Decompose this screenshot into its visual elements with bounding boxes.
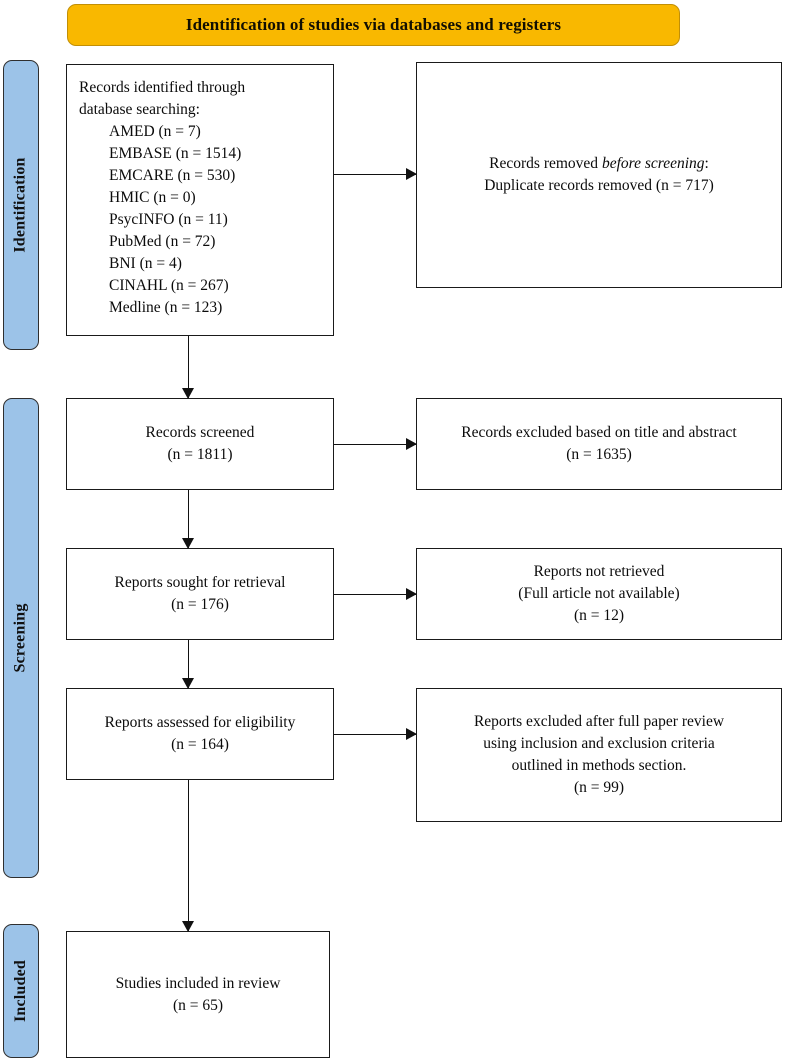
phase-rail-screening: Screening bbox=[3, 398, 39, 878]
box-records-screened: Records screened (n = 1811) bbox=[66, 398, 334, 490]
database-count-item: AMED (n = 7) bbox=[109, 123, 201, 140]
records-removed-line-2: Duplicate records removed (n = 717) bbox=[484, 177, 714, 194]
connector-screened-to-excluded-title-abstract bbox=[334, 432, 417, 456]
database-count-item: CINAHL (n = 267) bbox=[109, 277, 229, 294]
phase-rail-label-identification: Identification bbox=[12, 157, 29, 253]
connector-identified-to-removed bbox=[334, 162, 417, 186]
records-identified-lead: Records identified through database sear… bbox=[79, 79, 246, 118]
box-reports-excluded-full-text: Reports excluded after full paper review… bbox=[416, 688, 782, 822]
phase-rail-label-included: Included bbox=[12, 959, 30, 1023]
database-count-item: EMBASE (n = 1514) bbox=[109, 145, 242, 162]
stage-header-label: Identification of studies via databases … bbox=[185, 15, 562, 34]
box-records-excluded-title-abstract: Records excluded based on title and abst… bbox=[416, 398, 782, 490]
reports-assessed-label: Reports assessed for eligibility bbox=[104, 714, 296, 731]
records-screened-count: (n = 1811) bbox=[167, 446, 233, 463]
box-reports-excluded-full-text-content: Reports excluded after full paper review… bbox=[417, 711, 781, 799]
box-reports-not-retrieved: Reports not retrieved (Full article not … bbox=[416, 548, 782, 640]
connector-screened-to-sought bbox=[176, 490, 200, 549]
records-screened-label: Records screened bbox=[145, 424, 255, 441]
connector-line bbox=[334, 734, 416, 735]
phase-rail-label-screening: Screening bbox=[12, 603, 29, 673]
box-records-removed-content: Records removed before screening: Duplic… bbox=[417, 153, 781, 197]
box-records-identified-content: Records identified through database sear… bbox=[67, 65, 333, 319]
box-reports-sought-content: Reports sought for retrieval (n = 176) bbox=[67, 572, 333, 616]
arrow-right-icon bbox=[406, 728, 417, 740]
records-removed-suffix: : bbox=[704, 155, 709, 172]
arrow-right-icon bbox=[406, 168, 417, 180]
records-removed-line-1: Records removed before screening: bbox=[427, 153, 771, 175]
database-count-item: PubMed (n = 72) bbox=[109, 233, 216, 250]
database-count-item: BNI (n = 4) bbox=[109, 255, 182, 272]
reports-not-retrieved-count: (n = 12) bbox=[573, 607, 625, 624]
records-excluded-ta-count: (n = 1635) bbox=[566, 446, 632, 463]
studies-included-label: Studies included in review bbox=[115, 974, 281, 992]
box-records-identified: Records identified through database sear… bbox=[66, 64, 334, 336]
box-studies-included-in-review: Studies included in review (n = 65) bbox=[66, 931, 330, 1058]
reports-excluded-full-line-1: Reports excluded after full paper review bbox=[473, 713, 725, 730]
connector-identified-to-screened bbox=[176, 336, 200, 399]
reports-not-retrieved-reason: (Full article not available) bbox=[518, 585, 680, 602]
box-reports-not-retrieved-content: Reports not retrieved (Full article not … bbox=[417, 561, 781, 627]
box-records-removed-before-screening: Records removed before screening: Duplic… bbox=[416, 62, 782, 288]
stage-header-identification: Identification of studies via databases … bbox=[67, 4, 680, 46]
reports-excluded-full-line-3: outlined in methods section. bbox=[511, 757, 687, 774]
reports-sought-label: Reports sought for retrieval bbox=[114, 574, 286, 591]
reports-excluded-full-line-2: using inclusion and exclusion criteria bbox=[483, 735, 715, 752]
arrow-down-icon bbox=[182, 388, 194, 399]
box-reports-assessed-for-eligibility: Reports assessed for eligibility (n = 16… bbox=[66, 688, 334, 780]
database-count-item: PsycINFO (n = 11) bbox=[109, 211, 228, 228]
box-records-excluded-title-abstract-content: Records excluded based on title and abst… bbox=[417, 422, 781, 466]
reports-not-retrieved-label: Reports not retrieved bbox=[533, 563, 665, 580]
database-count-item: EMCARE (n = 530) bbox=[109, 167, 236, 184]
connector-sought-to-not-retrieved bbox=[334, 582, 417, 606]
records-excluded-ta-label: Records excluded based on title and abst… bbox=[461, 424, 737, 441]
connector-line bbox=[334, 444, 416, 445]
connector-sought-to-assessed bbox=[176, 640, 200, 689]
records-removed-emphasis: before screening bbox=[601, 155, 705, 172]
connector-line bbox=[188, 490, 189, 548]
records-removed-prefix: Records removed bbox=[489, 155, 602, 172]
reports-assessed-count: (n = 164) bbox=[171, 736, 229, 753]
arrow-down-icon bbox=[182, 678, 194, 689]
reports-excluded-full-count: (n = 99) bbox=[573, 779, 625, 796]
database-count-item: HMIC (n = 0) bbox=[109, 189, 196, 206]
arrow-down-icon bbox=[182, 921, 194, 932]
phase-rail-included: Included bbox=[3, 924, 39, 1058]
phase-rail-identification: Identification bbox=[3, 60, 39, 350]
box-studies-included-content: Studies included in review (n = 65) bbox=[67, 973, 329, 1017]
arrow-right-icon bbox=[406, 588, 417, 600]
database-count-item: Medline (n = 123) bbox=[109, 299, 223, 316]
reports-sought-count: (n = 176) bbox=[171, 596, 229, 613]
box-reports-sought-for-retrieval: Reports sought for retrieval (n = 176) bbox=[66, 548, 334, 640]
database-counts-list: AMED (n = 7) EMBASE (n = 1514) EMCARE (n… bbox=[79, 121, 333, 319]
studies-included-count: (n = 65) bbox=[172, 996, 224, 1014]
box-records-screened-content: Records screened (n = 1811) bbox=[67, 422, 333, 466]
connector-line bbox=[334, 594, 416, 595]
connector-assessed-to-excluded-full-text bbox=[334, 722, 417, 746]
connector-line bbox=[188, 640, 189, 688]
connector-line bbox=[334, 174, 416, 175]
arrow-down-icon bbox=[182, 538, 194, 549]
connector-line bbox=[188, 780, 189, 931]
box-reports-assessed-content: Reports assessed for eligibility (n = 16… bbox=[67, 712, 333, 756]
connector-line bbox=[188, 336, 189, 398]
connector-assessed-to-included bbox=[176, 780, 200, 932]
arrow-right-icon bbox=[406, 438, 417, 450]
